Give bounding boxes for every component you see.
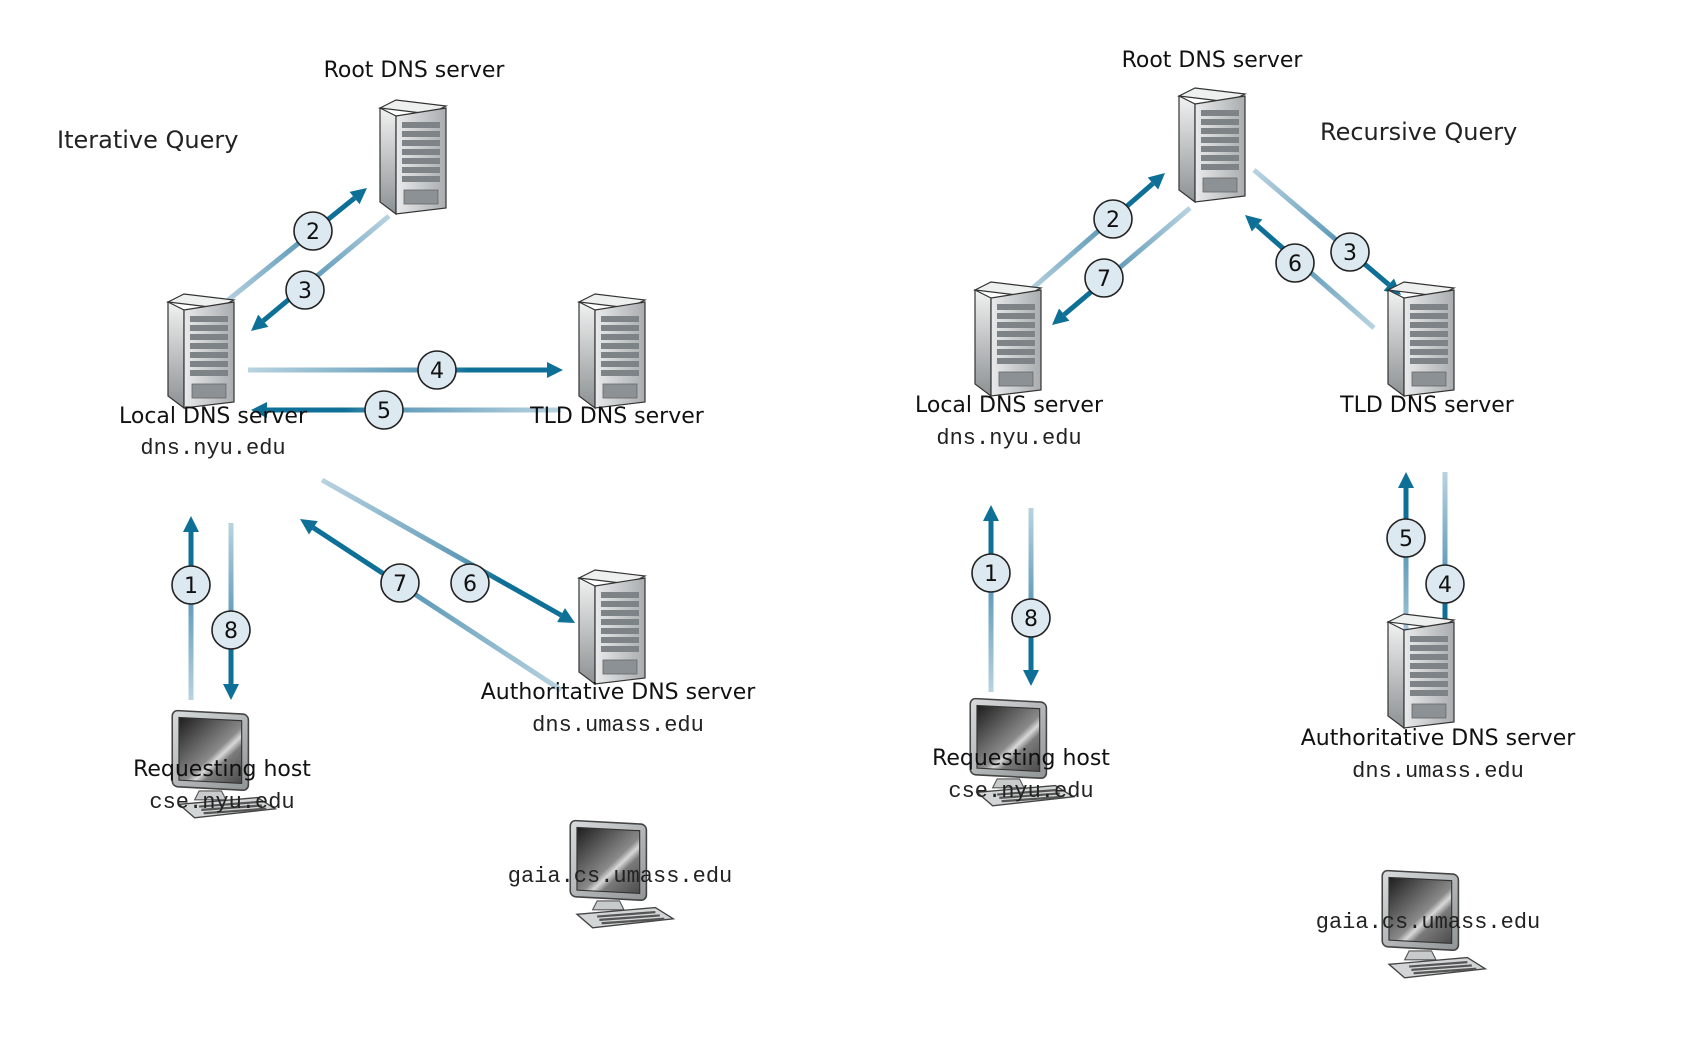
recursive-auth-server-icon [1387, 613, 1455, 729]
iterative-root-label: Root DNS server [323, 58, 505, 83]
step-number: 6 [1288, 252, 1302, 277]
step-number: 5 [377, 399, 391, 424]
iterative-arrow-step-8 [223, 523, 239, 700]
recursive-step-badge-8: 8 [1011, 598, 1051, 638]
step-number: 1 [184, 574, 198, 599]
iterative-step-badge-6: 6 [450, 563, 490, 603]
recursive-step-badge-7: 7 [1084, 258, 1124, 298]
step-number: 1 [984, 562, 998, 587]
recursive-step-badge-4: 4 [1425, 564, 1465, 604]
iterative-arrow-step-7 [300, 519, 563, 693]
recursive-arrow-step-7 [1052, 206, 1192, 325]
iterative-arrow-step-6 [320, 477, 575, 623]
arrow-layer [183, 168, 1453, 700]
iterative-tld-label: TLD DNS server [530, 404, 704, 429]
iterative-auth-label: Authoritative DNS server [480, 680, 756, 705]
step-number: 6 [463, 572, 477, 597]
recursive-arrow-step-1 [983, 505, 999, 692]
recursive-requester-label: Requesting host [932, 746, 1110, 771]
icon-layer [167, 87, 1487, 979]
iterative-requester-host: cse.nyu.edu [149, 790, 295, 815]
step-number: 3 [1343, 241, 1357, 266]
recursive-tld-label: TLD DNS server [1340, 393, 1514, 418]
iterative-arrow-step-3 [251, 214, 391, 331]
recursive-arrow-step-2 [1024, 173, 1165, 296]
recursive-arrow-step-3 [1252, 168, 1401, 295]
recursive-auth-label: Authoritative DNS server [1300, 726, 1576, 751]
recursive-title: Recursive Query [1320, 118, 1518, 146]
iterative-requester-label: Requesting host [133, 757, 311, 782]
step-number: 7 [393, 572, 407, 597]
iterative-tld-server-icon [578, 293, 646, 409]
recursive-target-host: gaia.cs.umass.edu [1315, 910, 1541, 935]
iterative-local-server-icon [167, 293, 235, 409]
step-number: 8 [224, 619, 238, 644]
recursive-auth-host: dns.umass.edu [1352, 759, 1524, 784]
step-number: 4 [1438, 573, 1452, 598]
iterative-auth-server-icon [578, 569, 646, 685]
step-number: 2 [306, 220, 320, 245]
recursive-root-server-icon [1178, 87, 1246, 203]
recursive-arrow-step-6 [1245, 215, 1376, 330]
step-number: 7 [1097, 267, 1111, 292]
iterative-arrow-step-5 [251, 402, 561, 418]
recursive-local-server-icon [974, 281, 1042, 397]
recursive-root-label: Root DNS server [1121, 48, 1303, 73]
iterative-arrow-step-1 [183, 516, 199, 700]
recursive-local-label: Local DNS server [914, 393, 1104, 418]
step-number: 8 [1024, 607, 1038, 632]
iterative-local-label: Local DNS server [118, 404, 308, 429]
iterative-step-badge-5: 5 [364, 390, 404, 430]
iterative-step-badge-3: 3 [285, 270, 325, 310]
recursive-arrow-step-8 [1023, 508, 1039, 686]
recursive-step-badge-5: 5 [1386, 518, 1426, 558]
recursive-step-badge-1: 1 [971, 553, 1011, 593]
iterative-step-badge-1: 1 [171, 565, 211, 605]
recursive-requester-host: cse.nyu.edu [948, 779, 1094, 804]
iterative-step-badge-7: 7 [380, 563, 420, 603]
step-number: 4 [430, 359, 444, 384]
step-number: 3 [298, 279, 312, 304]
recursive-step-badge-6: 6 [1275, 243, 1315, 283]
iterative-step-badge-4: 4 [417, 350, 457, 390]
iterative-arrow-step-2 [220, 188, 367, 307]
recursive-step-badge-2: 2 [1093, 199, 1133, 239]
iterative-title: Iterative Query [57, 126, 239, 154]
iterative-local-host: dns.nyu.edu [140, 436, 286, 461]
recursive-step-badge-3: 3 [1330, 232, 1370, 272]
recursive-tld-server-icon [1387, 281, 1455, 397]
iterative-root-server-icon [379, 99, 447, 215]
iterative-step-badge-8: 8 [211, 610, 251, 650]
recursive-arrow-step-5 [1398, 472, 1414, 656]
recursive-local-host: dns.nyu.edu [936, 426, 1082, 451]
iterative-step-badge-2: 2 [293, 211, 333, 251]
iterative-target-host: gaia.cs.umass.edu [507, 864, 733, 889]
step-number: 5 [1399, 527, 1413, 552]
step-number: 2 [1106, 208, 1120, 233]
iterative-arrow-step-4 [248, 362, 563, 378]
iterative-auth-host: dns.umass.edu [532, 713, 704, 738]
